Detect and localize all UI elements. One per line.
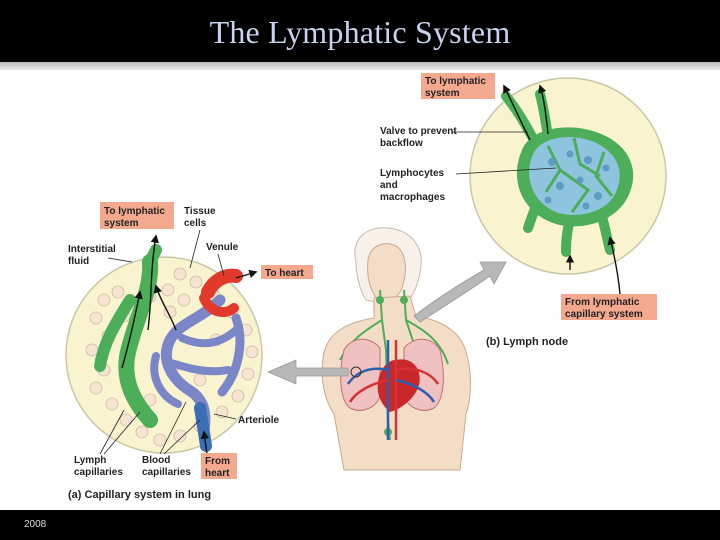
footer-bar: 2008 xyxy=(0,510,720,540)
to-lymphatic-box-a xyxy=(100,202,174,229)
human-torso xyxy=(266,227,507,471)
to-lymphatic-box-b xyxy=(421,73,495,99)
to-lymphatic-label-a-2: system xyxy=(104,218,139,229)
arrow-to-panel-a xyxy=(266,359,349,385)
lymph-capillaries-label: Lymph xyxy=(74,455,106,466)
to-lymphatic-label-b: To lymphatic xyxy=(425,76,486,87)
capillary-circle xyxy=(65,234,263,479)
from-heart-label-2: heart xyxy=(205,468,230,479)
to-lymphatic-label-b-2: system xyxy=(425,88,460,99)
diagram-area: To lymphatic system Tissue cells Interst… xyxy=(0,70,720,510)
panel-b-caption: (b) Lymph node xyxy=(486,336,568,348)
title-bar: The Lymphatic System xyxy=(0,0,720,62)
valve-label: Valve to prevent xyxy=(380,126,457,137)
interstitial-fluid-label: Interstitial xyxy=(68,244,116,255)
lymphocytes-label-2: and xyxy=(380,180,398,191)
tissue-cells-label: Tissue xyxy=(184,206,216,217)
slide-year: 2008 xyxy=(24,519,47,530)
interstitial-fluid-label-2: fluid xyxy=(68,256,89,267)
valve-label-2: backflow xyxy=(380,138,423,149)
blood-capillaries-label-2: capillaries xyxy=(142,467,191,478)
from-heart-box xyxy=(201,453,237,479)
tissue-cells-label-2: cells xyxy=(184,218,207,229)
title-divider xyxy=(0,62,720,70)
from-lymphatic-box xyxy=(561,294,657,320)
from-lymphatic-label: From lymphatic xyxy=(565,297,640,308)
lymphocytes-label-3: macrophages xyxy=(380,192,445,203)
body-blood-vessels xyxy=(346,340,440,440)
to-heart-box xyxy=(261,265,313,279)
arteriole-label: Arteriole xyxy=(238,415,280,426)
panel-a-labels: To lymphatic system Tissue cells Interst… xyxy=(68,202,313,501)
from-heart-label: From xyxy=(205,456,230,467)
lymphocytes xyxy=(544,150,610,210)
node-interior xyxy=(527,135,622,217)
to-heart-label: To heart xyxy=(265,268,304,279)
venule-vessel xyxy=(201,268,243,299)
panel-b-labels: To lymphatic system Valve to prevent bac… xyxy=(380,73,657,348)
lymphocytes-label: Lymphocytes xyxy=(380,168,445,179)
from-lymphatic-label-2: capillary system xyxy=(565,309,643,320)
lymph-capillaries-label-2: capillaries xyxy=(74,467,123,478)
panel-a-caption: (a) Capillary system in lung xyxy=(68,489,211,501)
blood-capillaries-label: Blood xyxy=(142,455,170,466)
slide-title: The Lymphatic System xyxy=(209,14,511,50)
lymphatic-diagram: To lymphatic system Tissue cells Interst… xyxy=(62,70,667,510)
to-lymphatic-label-a: To lymphatic xyxy=(104,206,165,217)
lymph-node-circle xyxy=(469,77,667,295)
arrow-to-panel-b xyxy=(413,261,507,323)
lung-highlight xyxy=(350,366,362,378)
venule-label: Venule xyxy=(206,242,239,253)
